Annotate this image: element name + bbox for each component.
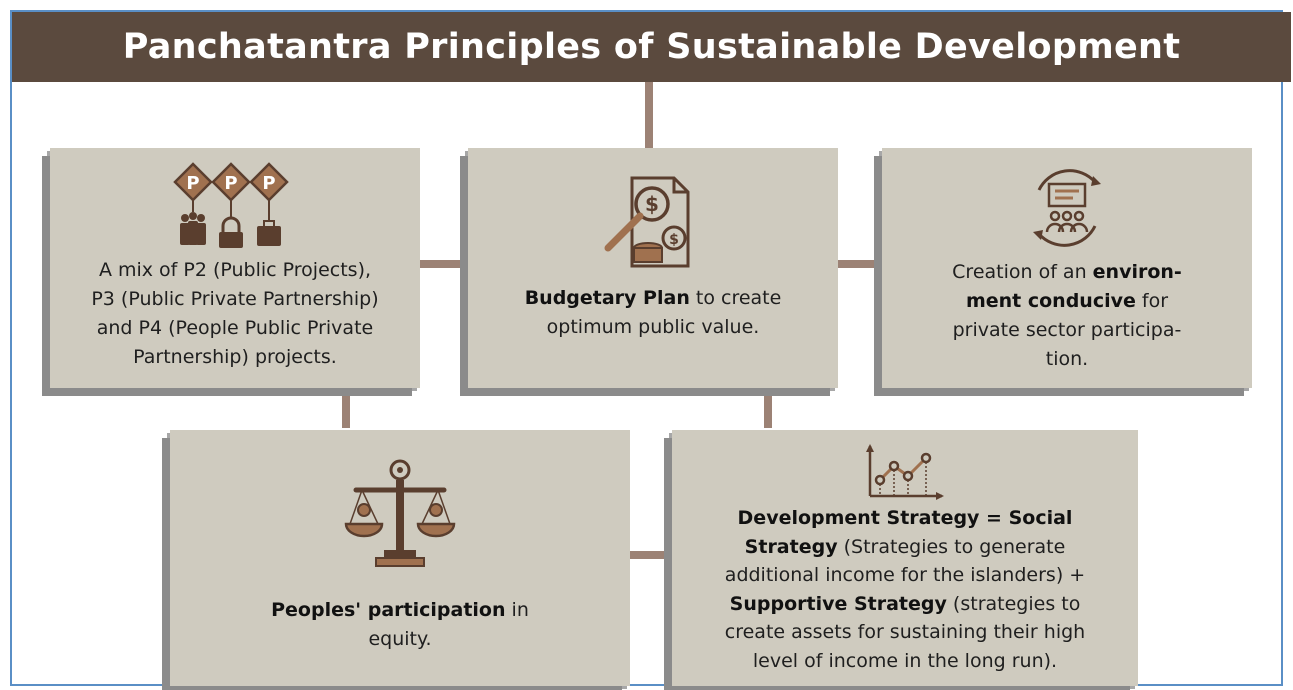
development-strategy-text: Development Strategy = Social Strategy (… bbox=[725, 504, 1085, 675]
connector-center-to-bottom-right bbox=[764, 388, 772, 428]
connector-left-to-center bbox=[420, 260, 462, 268]
page-title: Panchatantra Principles of Sustainable D… bbox=[122, 27, 1181, 67]
dev-bold-2: Strategy bbox=[744, 535, 838, 558]
dev-line-3: additional income for the islanders) + bbox=[724, 564, 1086, 586]
dev-bold-1: Development Strategy = Social bbox=[737, 507, 1073, 529]
ppp-line-2: P3 (Public Private Partnership) bbox=[91, 288, 379, 310]
peoples-participation-bold: Peoples' participation bbox=[271, 599, 506, 621]
dev-line-4-rest: (strategies to bbox=[946, 592, 1081, 615]
ppp-letter-2: P bbox=[224, 173, 237, 194]
svg-text:$: $ bbox=[645, 192, 659, 216]
box-ppp-mix: P P P A mix of P2 (Public Projects), P3 … bbox=[50, 148, 420, 388]
env-line-2: ment conducive for bbox=[952, 287, 1182, 316]
ppp-line-4: Partnership) projects. bbox=[133, 346, 337, 368]
budgetary-plan-bold: Budgetary Plan bbox=[524, 287, 690, 309]
growth-chart-icon bbox=[866, 444, 944, 500]
peoples-line-1-rest: in bbox=[505, 599, 529, 621]
ppp-letter-3: P bbox=[262, 173, 275, 194]
connector-left-to-bottom-left bbox=[342, 388, 350, 428]
budget-line-1: Budgetary Plan to create bbox=[525, 284, 782, 313]
env-line-1-text: Creation of an bbox=[952, 261, 1093, 283]
box-peoples-participation: Peoples' participation in equity. bbox=[170, 430, 630, 686]
dev-line-6: level of income in the long run). bbox=[752, 649, 1058, 672]
box-budgetary-plan: $ $ Budgetary Plan to create optimum pub… bbox=[468, 148, 838, 388]
meeting-cycle-icon bbox=[1033, 169, 1101, 247]
dev-bold-3: Supportive Strategy bbox=[729, 592, 947, 615]
title-banner: Panchatantra Principles of Sustainable D… bbox=[12, 12, 1291, 82]
env-bold-1: environ- bbox=[1092, 261, 1182, 283]
env-line-3: private sector participa- bbox=[952, 319, 1182, 341]
ppp-line-3: and P4 (People Public Private bbox=[96, 317, 374, 339]
dev-line-5: create assets for sustaining their high bbox=[724, 621, 1086, 643]
ppp-line-1: A mix of P2 (Public Projects), bbox=[98, 259, 372, 281]
budget-line-2: optimum public value. bbox=[546, 316, 760, 338]
peoples-participation-text: Peoples' participation in equity. bbox=[271, 596, 529, 654]
peoples-line-2: equity. bbox=[368, 628, 432, 650]
ppp-mix-text: A mix of P2 (Public Projects), P3 (Publi… bbox=[91, 256, 378, 372]
env-line-4: tion. bbox=[1045, 348, 1089, 370]
dev-line-2-rest: (Strategies to generate bbox=[837, 535, 1066, 558]
dev-line-1: Development Strategy = Social bbox=[725, 504, 1085, 533]
env-line-2-rest: for bbox=[1135, 290, 1169, 312]
dev-line-4: Supportive Strategy (strategies to bbox=[725, 590, 1085, 619]
dev-line-2: Strategy (Strategies to generate bbox=[725, 533, 1085, 562]
ppp-letter-1: P bbox=[186, 173, 199, 194]
box-environment: Creation of an environ- ment conducive f… bbox=[882, 148, 1252, 388]
connector-bottom-left-to-bottom-right bbox=[630, 551, 672, 559]
environment-text: Creation of an environ- ment conducive f… bbox=[952, 258, 1182, 374]
env-bold-2: ment conducive bbox=[965, 290, 1136, 312]
balance-scale-icon bbox=[344, 459, 456, 567]
ppp-icon: P P P bbox=[173, 162, 289, 248]
svg-text:$: $ bbox=[669, 232, 679, 248]
connector-center-to-right bbox=[838, 260, 878, 268]
peoples-line-1: Peoples' participation in bbox=[271, 596, 529, 625]
budget-document-icon: $ $ bbox=[604, 176, 690, 268]
budget-line-1-rest: to create bbox=[689, 287, 782, 309]
budgetary-plan-text: Budgetary Plan to create optimum public … bbox=[525, 284, 782, 342]
env-line-1: Creation of an environ- bbox=[952, 258, 1182, 287]
box-development-strategy: Development Strategy = Social Strategy (… bbox=[672, 430, 1138, 686]
connector-title-to-center bbox=[645, 82, 653, 148]
